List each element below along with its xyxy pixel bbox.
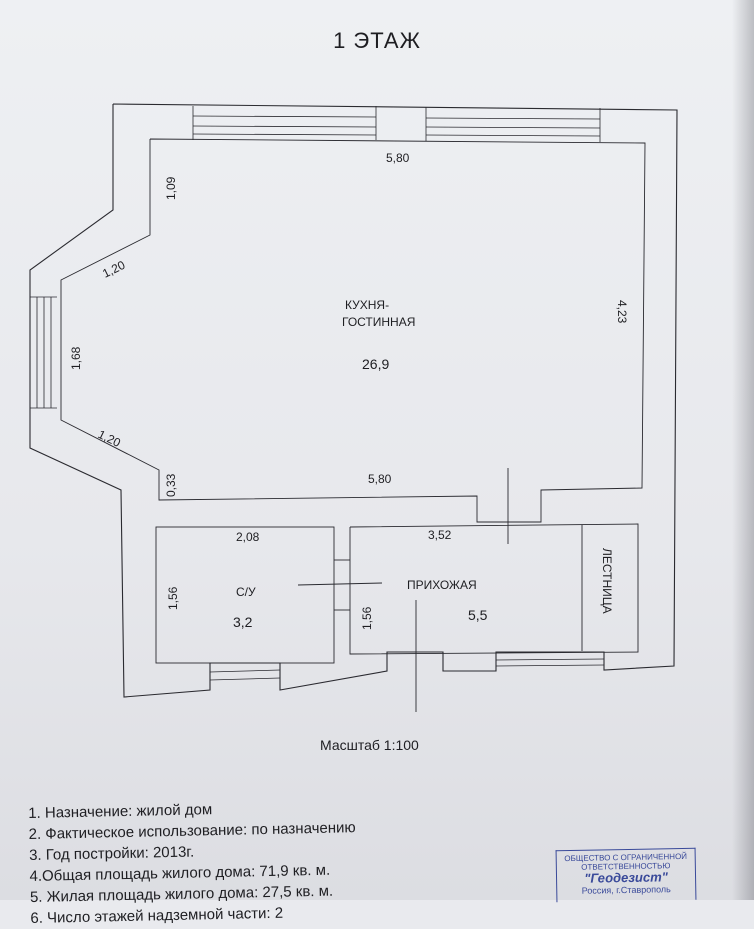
dim-wc-left: 1,56 [166,586,180,610]
dim-living-top: 5,80 [386,151,410,165]
bottom-window-wc [209,669,281,681]
room-living-name-2: ГОСТИННАЯ [342,315,415,329]
wc-room-outline [155,526,335,664]
outer-wall [29,103,678,698]
dim-wc-top: 2,08 [236,530,260,544]
living-room-outline [60,138,646,523]
room-wc-area: 3,2 [233,614,253,630]
room-stairs-name: ЛЕСТНИЦА [600,548,614,614]
dim-bay-lower-diag: 1,20 [96,427,123,450]
dim-bay-upper-side: 1,09 [164,176,178,200]
bottom-window-hall [495,658,605,667]
dim-living-right: 4,23 [615,300,629,324]
room-living-name-1: КУХНЯ- [345,298,389,312]
scale-label: Масштаб 1:100 [320,737,419,753]
stamp-city: Россия, г.Ставрополь [581,884,671,896]
dim-bay-upper-diag: 1,20 [100,258,127,281]
dim-living-bottom: 5,80 [368,472,392,486]
room-hall-area: 5,5 [468,607,488,623]
room-hall-name: ПРИХОЖАЯ [407,578,477,592]
wc-door-line [297,582,383,586]
floor-plan-drawing: 5,80 5,80 4,23 1,09 1,20 1,68 1,20 0,33 … [29,103,678,712]
dim-hall-left: 1,56 [360,606,374,630]
room-wc-name: С/У [236,585,256,599]
top-window [192,106,601,142]
bay-window [30,296,57,409]
dim-bay-front: 1,68 [69,346,83,370]
dim-bay-lower-side: 0,33 [164,473,178,497]
room-living-area: 26,9 [362,356,389,372]
company-stamp: ОБЩЕСТВО С ОГРАНИЧЕННОЙ ОТВЕТСТВЕННОСТЬЮ… [555,847,697,903]
page-edge-shadow [732,0,754,900]
dim-hall-top: 3,52 [428,528,452,542]
floor-title: 1 ЭТАЖ [333,28,421,53]
notes-list: 1. Назначение: жилой дом 2. Фактическое … [28,796,358,929]
hall-room-outline [349,523,639,655]
